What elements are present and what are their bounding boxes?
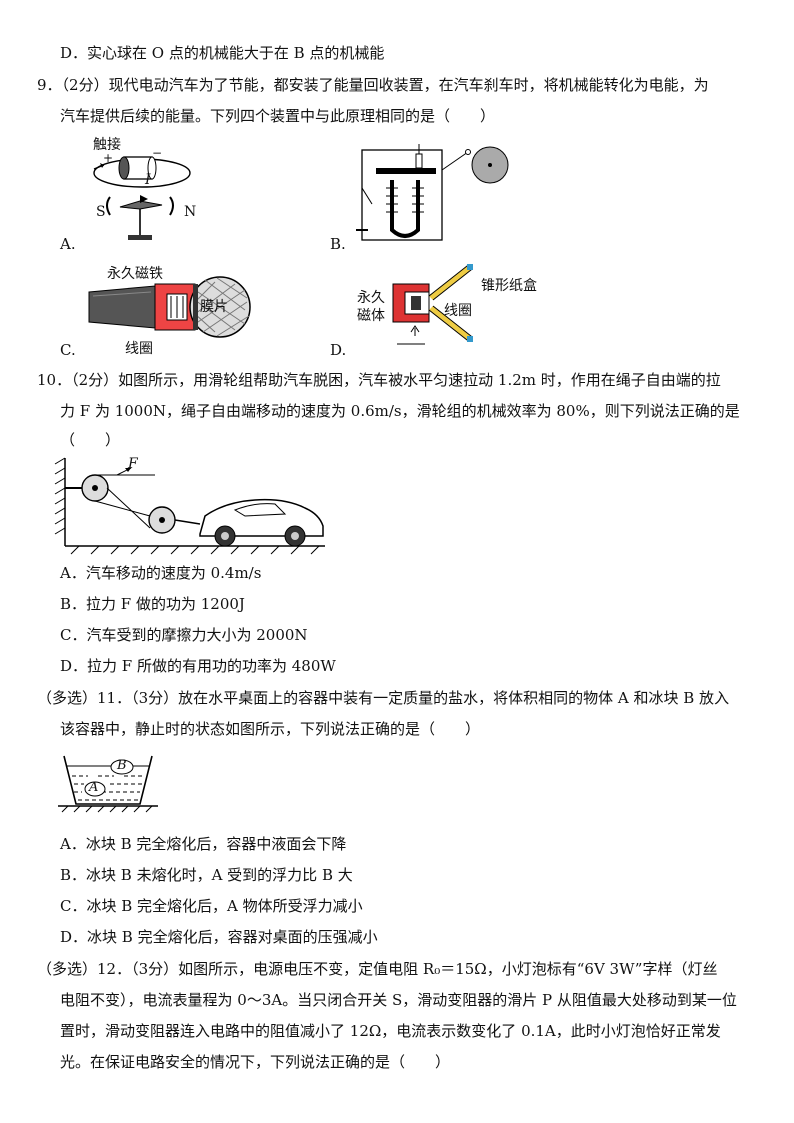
q10-pulley-figure xyxy=(54,457,325,555)
q9-option-b: B. xyxy=(330,235,346,253)
q11-container-figure xyxy=(58,755,158,813)
q9-figure-c xyxy=(88,276,251,338)
q9-figure-a xyxy=(93,156,191,240)
q10-option-b: B．拉力 F 做的功为 1200J xyxy=(60,595,245,613)
fig-c-diaphragm-label: 膜片 xyxy=(200,299,228,315)
q8-option-d: D．实心球在 O 点的机械能大于在 B 点的机械能 xyxy=(60,44,385,62)
fig-d-coil-label: 线圈 xyxy=(444,303,472,319)
q11-ice-b-label: B xyxy=(117,758,127,773)
q10-option-a: A．汽车移动的速度为 0.4m/s xyxy=(60,564,262,582)
q9-stem-line1: 9．（2分）现代电动汽车为了节能，都安装了能量回收装置，在汽车刹车时，将机械能转… xyxy=(37,76,709,94)
q11-option-c: C．冰块 B 完全熔化后，A 物体所受浮力减小 xyxy=(60,897,363,915)
q9-option-d: D. xyxy=(330,341,347,359)
q11-stem-line2: 该容器中，静止时的状态如图所示，下列说法正确的是（ ） xyxy=(60,720,481,738)
fig-d-magnet-label-1: 永久 xyxy=(357,290,385,306)
q10-option-d: D．拉力 F 所做的有用功的功率为 480W xyxy=(60,657,336,675)
q12-stem-line4: 光。在保证电路安全的情况下，下列说法正确的是（ ） xyxy=(60,1053,451,1071)
q10-force-label: F xyxy=(128,456,138,472)
q10-stem-line1: 10．（2分）如图所示，用滑轮组帮助汽车脱困，汽车被水平匀速拉动 1.2m 时，… xyxy=(37,371,721,389)
q12-stem-line3: 置时，滑动变阻器连入电路中的阻值减小了 12Ω，电流表示数变化了 0.1A，此时… xyxy=(60,1022,721,1040)
q12-stem-line2: 电阻不变），电流表量程为 0～3A。当只闭合开关 S，滑动变阻器的滑片 P 从阻… xyxy=(60,991,737,1009)
fig-a-minus: − xyxy=(152,146,163,160)
q9-stem-line2: 汽车提供后续的能量。下列四个装置中与此原理相同的是（ ） xyxy=(60,107,496,125)
fig-c-coil-label: 线圈 xyxy=(125,341,153,357)
q9-option-a: A. xyxy=(60,235,76,253)
fig-c-magnet-label: 永久磁铁 xyxy=(107,266,163,282)
q11-object-a-label: A xyxy=(89,780,99,795)
fig-d-magnet-label-2: 磁体 xyxy=(357,308,385,324)
fig-a-touch-label: 触接 xyxy=(93,137,121,153)
fig-a-plus: + xyxy=(103,151,114,165)
q11-option-a: A．冰块 B 完全熔化后，容器中液面会下降 xyxy=(60,835,347,853)
fig-a-current-label: I xyxy=(145,172,151,188)
q11-option-d: D．冰块 B 完全熔化后，容器对桌面的压强减小 xyxy=(60,928,378,946)
q9-figure-b xyxy=(356,144,509,241)
q9-figure-d xyxy=(392,264,473,345)
fig-a-n-label: N xyxy=(184,204,197,220)
q11-option-b: B．冰块 B 未熔化时，A 受到的浮力比 B 大 xyxy=(60,866,353,884)
q12-stem-line1: （多选）12．（3分）如图所示，电源电压不变，定值电阻 R₀＝15Ω，小灯泡标有… xyxy=(37,960,718,978)
q9-option-c: C. xyxy=(60,341,76,359)
q11-stem-line1: （多选）11．（3分）放在水平桌面上的容器中装有一定质量的盐水，将体积相同的物体… xyxy=(37,689,730,707)
fig-a-s-label: S xyxy=(96,204,106,220)
q10-option-c: C．汽车受到的摩擦力大小为 2000N xyxy=(60,626,308,644)
fig-d-cone-label: 锥形纸盒 xyxy=(481,278,537,294)
q10-stem-line3: （ ） xyxy=(60,431,121,449)
q10-stem-line2: 力 F 为 1000N，绳子自由端移动的速度为 0.6m/s，滑轮组的机械效率为… xyxy=(60,402,740,420)
